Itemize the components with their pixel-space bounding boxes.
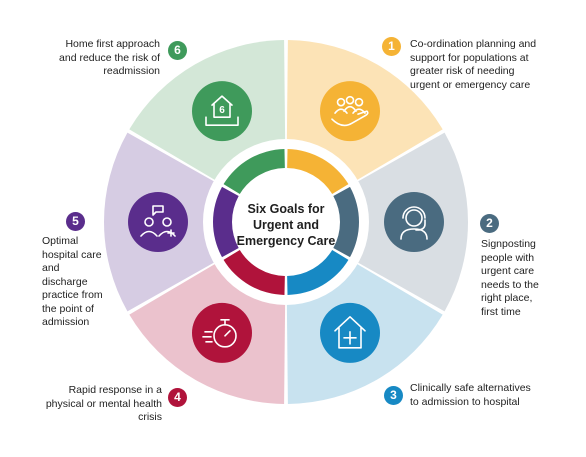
stopwatch-icon — [192, 302, 252, 363]
goal-4-badge: 4 — [168, 388, 187, 407]
house-with-cross-icon — [320, 302, 380, 363]
goal-5-label: Optimal hospital care and discharge prac… — [42, 235, 103, 328]
goal-6-badge: 6 — [168, 41, 187, 60]
goal-1-ring-segment — [287, 149, 349, 195]
headset-operator-icon — [384, 192, 444, 252]
svg-text:6: 6 — [219, 105, 225, 116]
center-title: Six Goals for Urgent and Emergency Care — [236, 202, 336, 248]
goal-6-label: Home first approach and reduce the risk … — [59, 38, 160, 77]
goal-3-label: Clinically safe alternatives to admissio… — [410, 382, 531, 408]
goal-2-label: Signposting people with urgent care need… — [481, 238, 539, 318]
goal-1-label: Co-ordination planning and support for p… — [410, 38, 537, 91]
goal-2-sector — [286, 132, 468, 312]
goal-2-badge: 2 — [480, 214, 499, 233]
goal-5-ring-segment — [213, 186, 239, 258]
goal-3-ring-segment — [287, 249, 349, 295]
team-discussion-icon — [128, 192, 188, 252]
center-disc — [234, 170, 338, 274]
goal-6-ring-segment — [223, 149, 285, 195]
goal-5-badge: 5 — [66, 212, 85, 231]
goal-4-ring-segment — [223, 249, 285, 295]
goal-5-sector — [104, 132, 287, 312]
goal-3-badge: 3 — [384, 386, 403, 405]
goal-2-ring-segment — [333, 186, 360, 258]
home-first-icon: 6 — [192, 81, 252, 142]
people-in-hand-icon — [320, 81, 380, 142]
goal-4-label: Rapid response in a physical or mental h… — [45, 384, 162, 423]
goal-1-badge: 1 — [382, 37, 401, 56]
